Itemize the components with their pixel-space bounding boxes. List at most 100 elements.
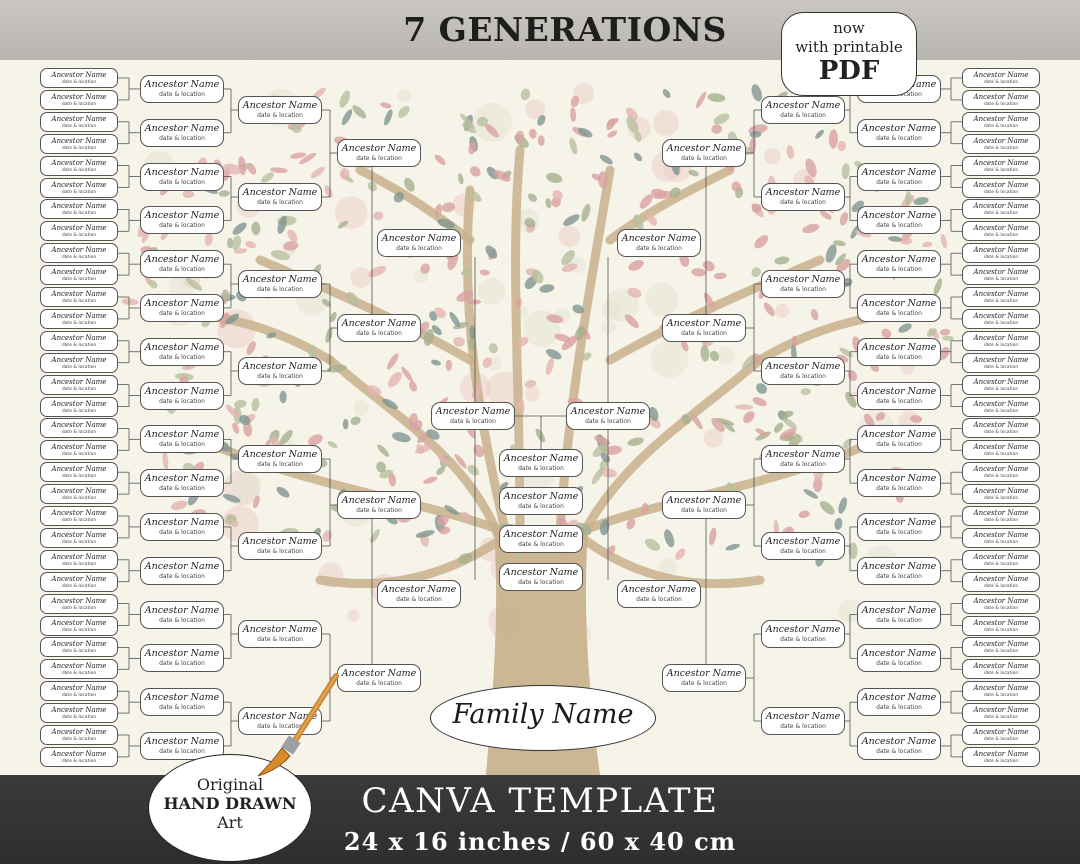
family-name-oval[interactable]: Family Name <box>430 685 656 751</box>
